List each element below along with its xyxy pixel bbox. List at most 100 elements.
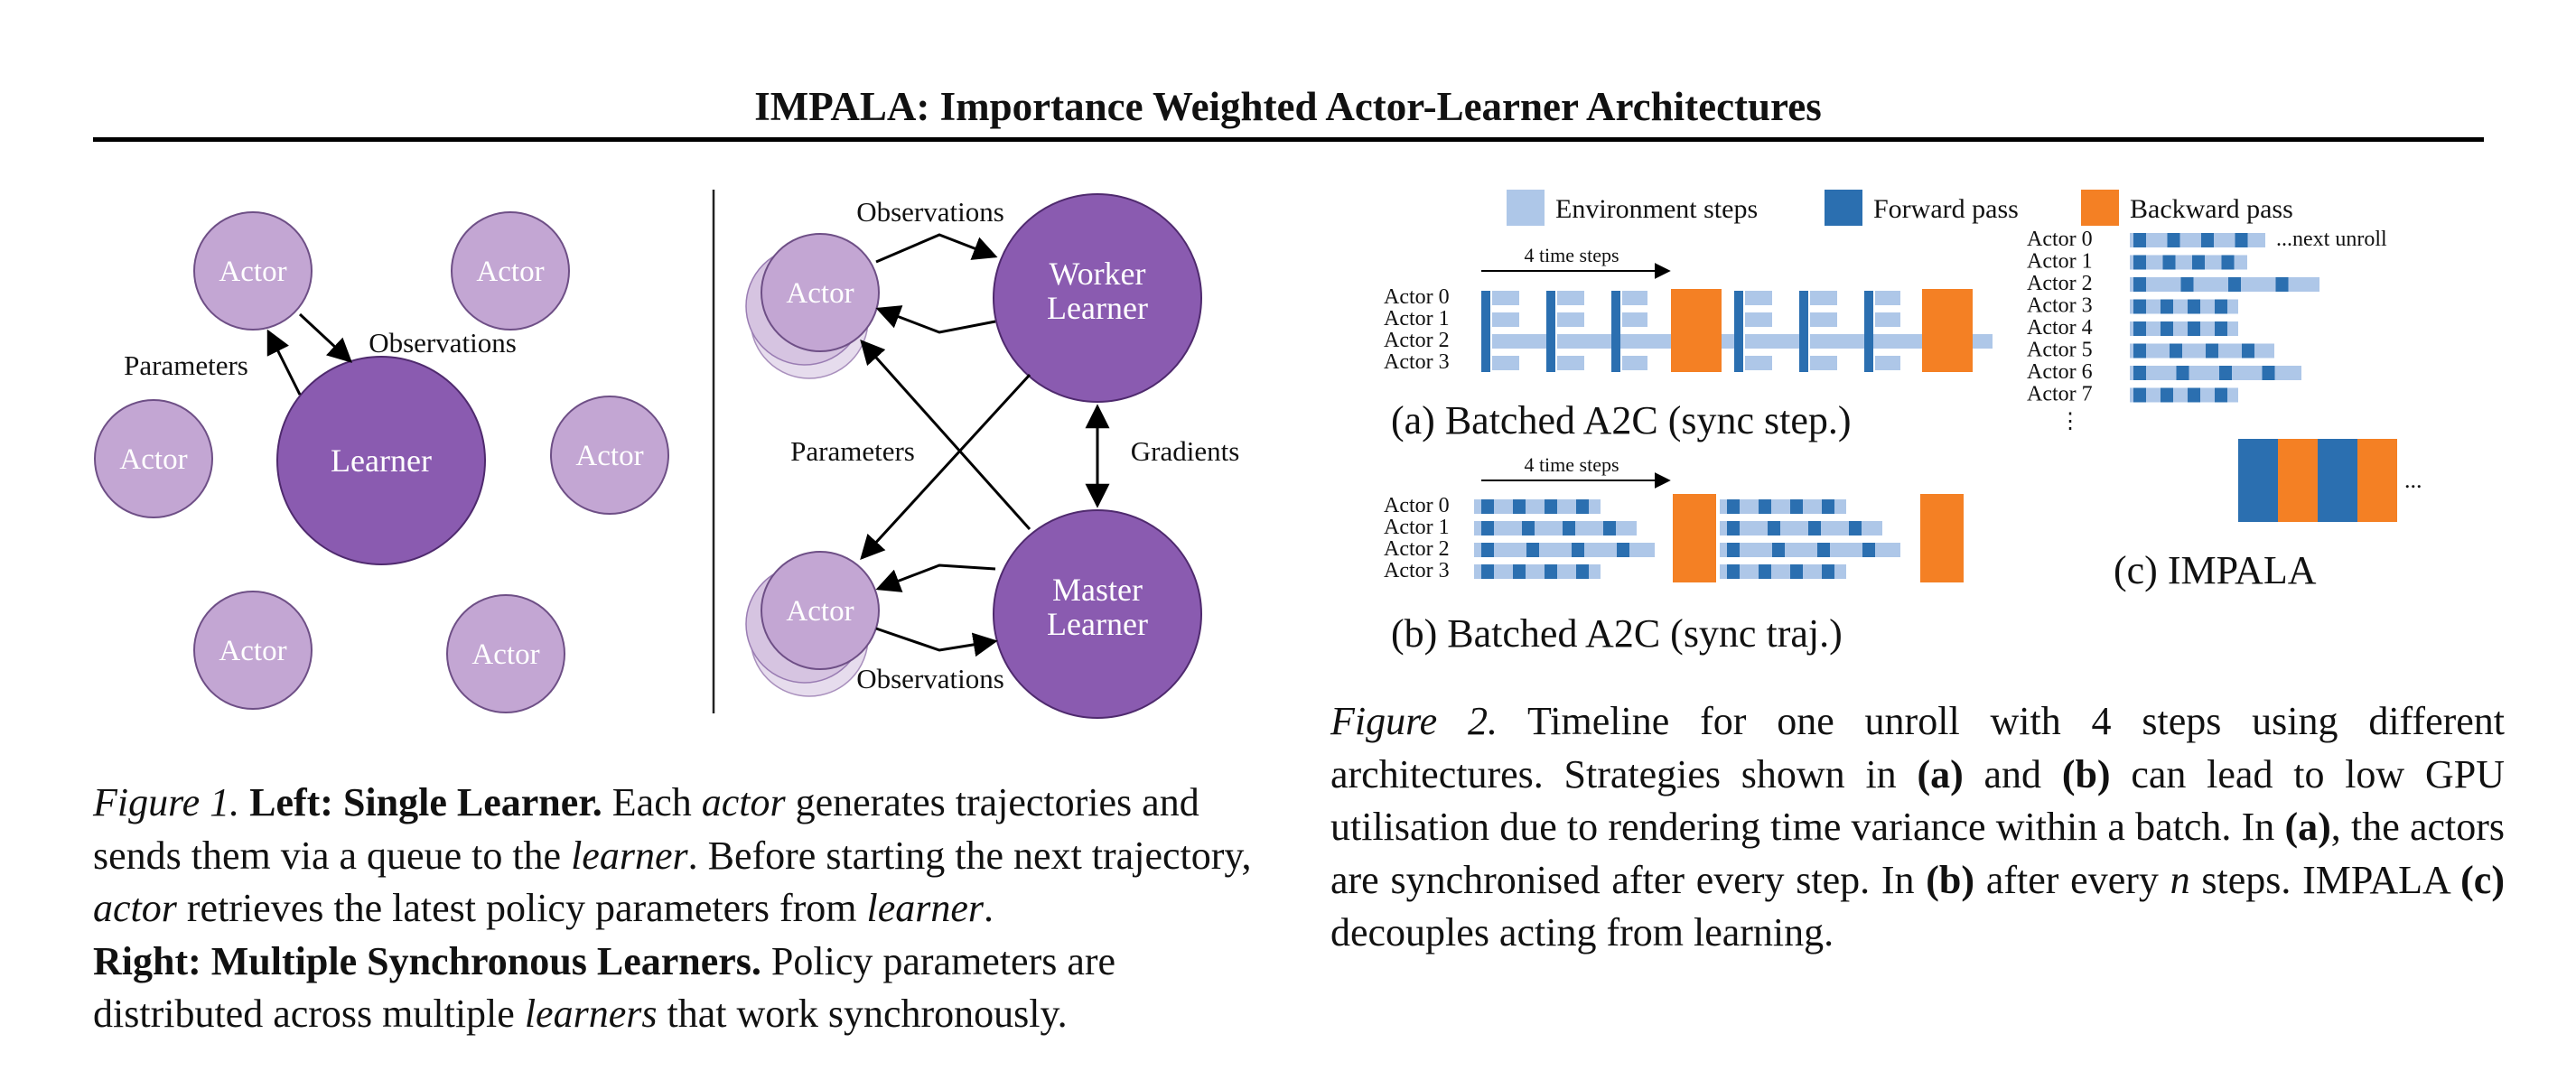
- env-step-bar: [1720, 543, 1900, 557]
- forward-pass-bar: [1572, 543, 1584, 557]
- backward-pass-bar: [2357, 439, 2397, 522]
- forward-pass-bar: [2192, 255, 2205, 270]
- forward-pass-bar: [1817, 543, 1830, 557]
- env-step-bar: [1557, 312, 1584, 327]
- forward-pass-bar: [2206, 343, 2218, 359]
- forward-pass-bar: [2180, 277, 2194, 292]
- master-label: Master: [1052, 572, 1143, 608]
- actor-row-label: Actor 0: [2027, 228, 2093, 251]
- observations-arrow-top: [875, 233, 998, 264]
- forward-pass-bar: [1849, 521, 1862, 536]
- env-step-bar: [1875, 356, 1900, 370]
- actor-row-label: Actor 0: [1384, 494, 1450, 517]
- parameters-arrow-up: [860, 339, 1031, 530]
- forward-pass-bar: [2133, 255, 2146, 270]
- forward-pass-bar: [2167, 233, 2180, 247]
- env-step-bar: [1474, 564, 1601, 579]
- page-title: IMPALA: Importance Weighted Actor-Learne…: [754, 84, 1822, 129]
- forward-pass-bar: [1513, 564, 1526, 579]
- actor-row-label: Actor 3: [2027, 294, 2093, 318]
- forward-pass-bar: [2133, 343, 2146, 359]
- forward-pass-bar: [2188, 387, 2200, 403]
- legend-env-swatch: [1507, 190, 1545, 226]
- forward-pass-bar: [2133, 233, 2146, 247]
- env-step-bar: [1622, 312, 1647, 327]
- env-step-bar: [1720, 564, 1846, 579]
- forward-pass-bar: [2228, 277, 2241, 292]
- forward-pass-bar: [1481, 521, 1494, 536]
- legend-forward-swatch: [1825, 190, 1862, 226]
- env-step-bar: [1474, 499, 1601, 514]
- legend-backward-label: Backward pass: [2130, 194, 2293, 224]
- env-step-bar: [1492, 356, 1519, 370]
- forward-pass-bar: [2262, 366, 2275, 380]
- env-step-bar: [2130, 321, 2238, 336]
- forward-pass-bar: [2275, 277, 2289, 292]
- env-step-bar: [1622, 356, 1647, 370]
- actor-stack-top: [761, 233, 880, 352]
- env-step-bar: [1745, 334, 1799, 349]
- backward-pass-bar: [1922, 289, 1973, 372]
- forward-pass-bar: [2235, 233, 2248, 247]
- forward-pass-bar: [2161, 387, 2173, 403]
- actor-node-bottom-left: [193, 591, 313, 710]
- actor-row-label: Actor 7: [2027, 383, 2093, 406]
- forward-pass-bar: [2161, 299, 2173, 314]
- env-step-bar: [2130, 387, 2238, 403]
- forward-pass-bar: [1727, 543, 1740, 557]
- actor-node-bottom-right: [446, 594, 565, 713]
- env-step-bar: [1474, 543, 1655, 557]
- forward-pass-bar: [2215, 299, 2227, 314]
- backward-pass-bar: [1673, 494, 1716, 582]
- learner-node: [276, 356, 486, 565]
- env-step-bar: [1622, 291, 1647, 305]
- actor-node-top-right: [451, 211, 570, 331]
- actor-label: Actor: [119, 443, 187, 476]
- forward-pass-bar: [1799, 291, 1808, 372]
- actor-stack-bottom: [761, 551, 880, 670]
- forward-pass-bar: [1790, 564, 1803, 579]
- forward-pass-bar: [1513, 499, 1526, 514]
- env-step-bar: [1810, 291, 1837, 305]
- forward-pass-bar: [2201, 233, 2214, 247]
- subcaption-a: (a) Batched A2C (sync step.): [1391, 398, 1852, 442]
- next-unroll-label: ...next unroll: [2276, 228, 2387, 251]
- worker-learner-label: Learner: [1047, 290, 1148, 326]
- forward-pass-bar: [1481, 564, 1494, 579]
- legend-backward-swatch: [2081, 190, 2119, 226]
- forward-pass-bar: [2215, 321, 2227, 336]
- actor-row-label: Actor 1: [1384, 307, 1450, 331]
- forward-pass-bar: [1822, 499, 1834, 514]
- forward-pass-bar: [2133, 299, 2146, 314]
- forward-pass-bar: [1526, 543, 1539, 557]
- actor-row-label: Actor 5: [2027, 339, 2093, 362]
- forward-pass-bar: [2188, 299, 2200, 314]
- forward-pass-bar: [1611, 291, 1620, 372]
- actor-row-label: Actor 2: [1384, 537, 1450, 561]
- legend-forward-label: Forward pass: [1873, 194, 2019, 224]
- forward-pass-bar: [1481, 499, 1494, 514]
- actor-row-label: Actor 3: [1384, 559, 1450, 582]
- env-step-bar: [1745, 312, 1772, 327]
- actor-row-label: Actor 1: [1384, 516, 1450, 539]
- env-step-bar: [2130, 299, 2238, 314]
- backward-pass-bar: [1671, 289, 1722, 372]
- actor-node-mid-right: [550, 396, 669, 515]
- actor-label: Actor: [786, 595, 854, 628]
- actor-label: Actor: [471, 638, 539, 671]
- forward-pass-bar: [2133, 277, 2146, 292]
- forward-pass-bar: [2242, 343, 2254, 359]
- actor-label: Actor: [476, 256, 544, 288]
- actor-row-label: Actor 4: [2027, 316, 2093, 340]
- figure2-caption: Figure 2. Timeline for one unroll with 4…: [1330, 699, 2506, 955]
- forward-pass-bar: [1563, 521, 1575, 536]
- time-label-a: 4 time steps: [1524, 244, 1619, 266]
- actor-label: Actor: [219, 256, 286, 288]
- forward-pass-bar: [1576, 564, 1589, 579]
- env-step-bar: [1492, 312, 1519, 327]
- observations-label-top: Observations: [856, 196, 1004, 228]
- forward-pass-bar: [1727, 564, 1740, 579]
- forward-pass-bar: [1727, 499, 1740, 514]
- subcaption-b: (b) Batched A2C (sync traj.): [1391, 611, 1843, 656]
